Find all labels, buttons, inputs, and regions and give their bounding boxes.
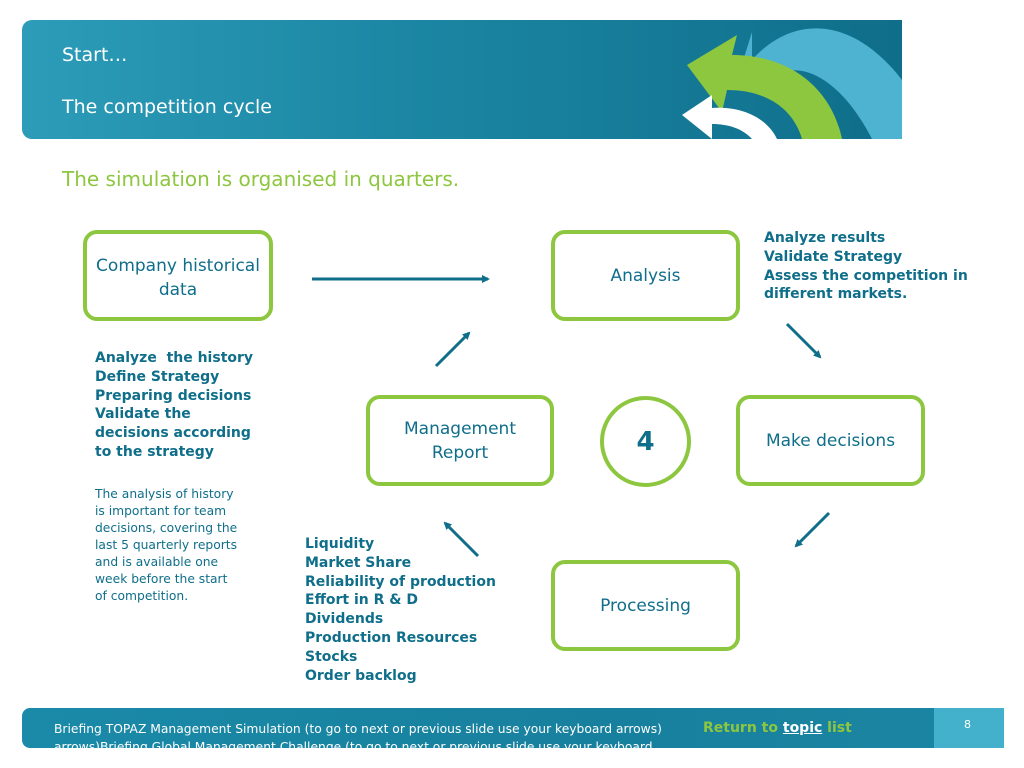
analysis-steps-list: Analyze results Validate Strategy Assess… [764,229,968,304]
list-item: Validate Strategy [764,248,903,265]
management-report-label: Management Report [404,418,516,463]
header-banner: Start… The competition cycle [22,20,902,139]
return-to-topic: Return to topic list [703,720,852,736]
list-item: Liquidity [305,536,375,552]
management-report-box[interactable]: Management Report [366,395,554,486]
return-prefix: Return to [703,720,783,736]
arrow-analysis-to-decisions [785,322,822,359]
list-item: Reliability of production [305,573,496,590]
note-line: The analysis of history [95,487,234,501]
return-suffix: list [822,720,852,736]
processing-label: Processing [600,595,691,616]
note-line: and is available one [95,555,219,569]
list-item: Analyze results [764,230,886,246]
company-history-label: Company historical data [96,256,260,300]
cycle-number: 4 [636,426,655,457]
section-title: Start… [62,44,128,66]
list-item: Analyze the history [95,350,254,366]
make-decisions-box[interactable]: Make decisions [736,395,925,486]
list-item: different markets. [764,286,908,303]
arrow-report-to-analysis [434,331,471,368]
list-item: Effort in R & D [305,592,418,609]
note-line: decisions, covering the [95,521,238,535]
arrow-decisions-to-processing [794,511,831,548]
page-number-box: 8 [934,708,1004,748]
page-title: The competition cycle [62,96,272,118]
report-contents-list: Liquidity Market Share Reliability of pr… [305,535,496,685]
list-item: to the strategy [95,443,214,460]
footer-caption: Briefing TOPAZ Management Simulation (to… [54,722,662,748]
list-item: Define Strategy [95,368,220,385]
processing-box[interactable]: Processing [551,560,740,651]
history-note: The analysis of history is important for… [95,486,255,605]
note-line: is important for team [95,504,227,518]
list-item: Order backlog [305,667,417,684]
cycle-arrows-logo [682,28,902,139]
list-item: Dividends [305,611,384,628]
list-item: Assess the competition in [764,267,968,284]
company-history-box[interactable]: Company historical data [83,230,273,321]
analysis-box[interactable]: Analysis [551,230,740,321]
history-steps-list: Analyze the history Define Strategy Prep… [95,349,253,462]
topic-link[interactable]: topic [782,720,823,736]
list-item: Production Resources [305,629,478,646]
list-item: Validate the [95,406,191,423]
subtitle: The simulation is organised in quarters. [62,167,460,191]
page-number: 8 [964,718,971,731]
analysis-label: Analysis [610,265,681,286]
note-line: of competition. [95,589,189,603]
list-item: Preparing decisions [95,387,252,404]
footer-bar: Briefing TOPAZ Management Simulation (to… [22,708,1004,748]
make-decisions-label: Make decisions [765,430,896,451]
list-item: decisions according [95,425,251,442]
list-item: Market Share [305,554,412,571]
cycle-number-circle: 4 [600,396,691,487]
note-line: last 5 quarterly reports [95,538,238,552]
list-item: Stocks [305,648,358,665]
note-line: week before the start [95,572,228,586]
